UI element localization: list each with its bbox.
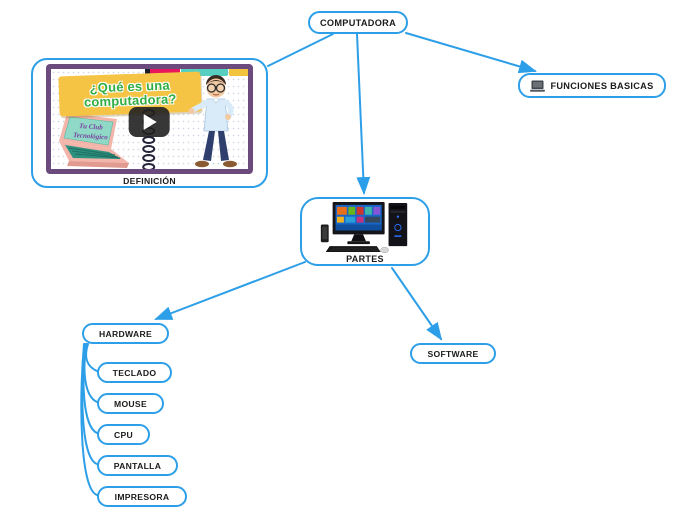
edge-hardware-cpu <box>82 343 98 434</box>
laptop-watermark-line2: Tecnológico <box>73 131 109 141</box>
node-label: TECLADO <box>112 367 157 378</box>
node-funciones-basicas[interactable]: FUNCIONES BASICAS <box>518 73 666 98</box>
node-impresora[interactable]: IMPRESORA <box>97 486 187 507</box>
computer-icon <box>530 80 546 92</box>
node-definicion[interactable]: ¿Qué es una computadora? Tu Club Tecnoló… <box>31 58 268 188</box>
node-label: SOFTWARE <box>427 348 479 359</box>
video-thumbnail[interactable]: ¿Qué es una computadora? Tu Club Tecnoló… <box>46 64 253 174</box>
node-teclado[interactable]: TECLADO <box>97 362 172 383</box>
notebook-tab-teal <box>181 69 228 76</box>
node-label: CPU <box>113 429 134 440</box>
node-computadora[interactable]: COMPUTADORA <box>308 11 408 34</box>
edge-hardware-impresora <box>80 343 98 496</box>
notebook-tab-yellow <box>229 69 248 76</box>
node-label: FUNCIONES BASICAS <box>550 80 654 91</box>
node-cpu[interactable]: CPU <box>97 424 150 445</box>
node-software[interactable]: SOFTWARE <box>410 343 496 364</box>
edge-partes-software <box>391 267 443 341</box>
laptop-illustration: Tu Club Tecnológico <box>59 113 129 168</box>
node-partes[interactable]: PARTES <box>300 197 430 266</box>
node-pantalla[interactable]: PANTALLA <box>97 455 178 476</box>
play-icon <box>143 114 157 130</box>
edge-hardware-pantalla <box>81 343 98 465</box>
node-mouse[interactable]: MOUSE <box>97 393 164 414</box>
edge-hardware-mouse <box>83 343 98 403</box>
node-label: COMPUTADORA <box>319 17 397 28</box>
node-label: HARDWARE <box>98 328 152 339</box>
node-label: PANTALLA <box>113 460 162 471</box>
node-label: PARTES <box>346 254 384 264</box>
desktop-computer-image <box>320 201 408 254</box>
edge-hardware-teclado <box>85 343 98 372</box>
play-button[interactable] <box>128 107 170 137</box>
edge-computadora-partes <box>356 33 371 195</box>
node-label: IMPRESORA <box>114 491 170 502</box>
node-hardware[interactable]: HARDWARE <box>82 323 169 344</box>
presenter-illustration <box>188 75 237 168</box>
edge-computadora-definicion <box>267 33 334 67</box>
edge-partes-hardware <box>154 261 306 320</box>
laptop-watermark-line1: Tu Club <box>79 122 104 132</box>
node-label: MOUSE <box>113 398 147 409</box>
node-label: DEFINICIÓN <box>123 176 176 186</box>
edge-computadora-funciones <box>405 32 537 74</box>
